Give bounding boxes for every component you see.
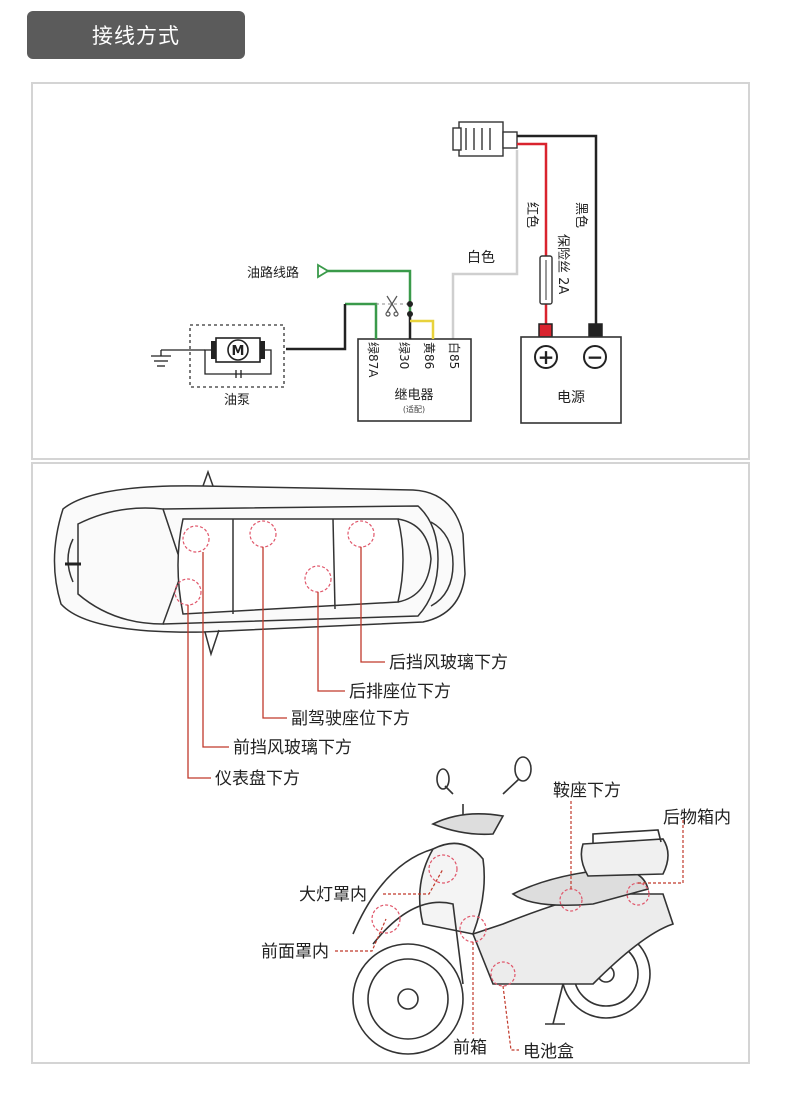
label-passenger-seat: 副驾驶座位下方 (291, 709, 410, 729)
section-title: 接线方式 (92, 24, 180, 48)
relay-box (357, 338, 472, 422)
scooter-leader-lines (335, 800, 684, 1051)
marker-headlight (428, 854, 458, 884)
junction-dot (407, 311, 413, 317)
marker-battery-box (490, 961, 516, 987)
label-rear-box: 后物箱内 (663, 808, 731, 828)
oil-line-label: 油路线路 (247, 265, 299, 281)
label-rear-seat: 后排座位下方 (349, 682, 451, 702)
red-wire-label: 红色 (524, 202, 540, 228)
white-wire (451, 150, 519, 339)
junction-dot-top (407, 301, 413, 307)
relay-pin-87a: 绿87A (366, 342, 381, 378)
car-leader-lines (187, 547, 385, 779)
marker-front-cover (371, 904, 401, 934)
motor-symbol: M (232, 344, 245, 359)
motor-icon (204, 337, 272, 378)
relay-label: 继电器 (394, 388, 433, 403)
label-front-cover: 前面罩内 (261, 942, 329, 962)
install-location-panel: 后挡风玻璃下方 后排座位下方 副驾驶座位下方 前挡风玻璃下方 仪表盘下方 (31, 462, 750, 1064)
power-label: 电源 (557, 390, 585, 406)
car-top-view-illustration (53, 469, 466, 657)
green-oil-line (325, 269, 412, 314)
black-wire (517, 134, 598, 324)
wiring-diagram-panel: 红色 黑色 保险丝 2A 白色 + − 电源 绿87A 绿30 黄86 白85 … (31, 82, 750, 460)
fuse-label: 保险丝 2A (555, 234, 570, 294)
label-headlight: 大灯罩内 (299, 885, 367, 905)
black-wire-label: 黑色 (573, 202, 589, 228)
oil-pump-label: 油泵 (224, 393, 250, 408)
label-battery-box: 电池盒 (523, 1042, 574, 1062)
label-rear-windshield: 后挡风玻璃下方 (389, 653, 508, 673)
wire-connector-icon (452, 121, 518, 157)
relay-pin-86: 黄86 (422, 342, 436, 369)
green-relay-wire (345, 302, 378, 339)
scooter-illustration (352, 756, 675, 1055)
relay-note: (适配) (403, 404, 425, 414)
label-dashboard: 仪表盘下方 (215, 769, 300, 789)
battery-minus-sign: − (587, 345, 604, 369)
white-wire-label: 白色 (467, 249, 495, 266)
battery-plus-sign: + (538, 345, 555, 369)
ground-icon (151, 349, 205, 367)
install-location-diagram: 后挡风玻璃下方 后排座位下方 副驾驶座位下方 前挡风玻璃下方 仪表盘下方 (53, 469, 731, 1062)
label-front-box: 前箱 (453, 1038, 487, 1058)
battery-icon (520, 323, 622, 424)
yellow-relay-wire (410, 319, 435, 339)
wiring-diagram: 红色 黑色 保险丝 2A 白色 + − 电源 绿87A 绿30 黄86 白85 … (151, 121, 622, 424)
marker-front-windshield (182, 525, 210, 553)
relay-pin-85: 白85 (447, 342, 462, 369)
fuse-icon (539, 255, 553, 305)
label-seat: 鞍座下方 (553, 781, 621, 801)
section-title-tab: 接线方式 (27, 11, 245, 59)
relay-pin-30: 绿30 (397, 342, 412, 369)
cut-scissors-icon (385, 295, 399, 317)
label-front-windshield: 前挡风玻璃下方 (233, 738, 352, 758)
black-motor-wire (286, 304, 347, 351)
oil-line-arrow-icon (317, 263, 330, 279)
